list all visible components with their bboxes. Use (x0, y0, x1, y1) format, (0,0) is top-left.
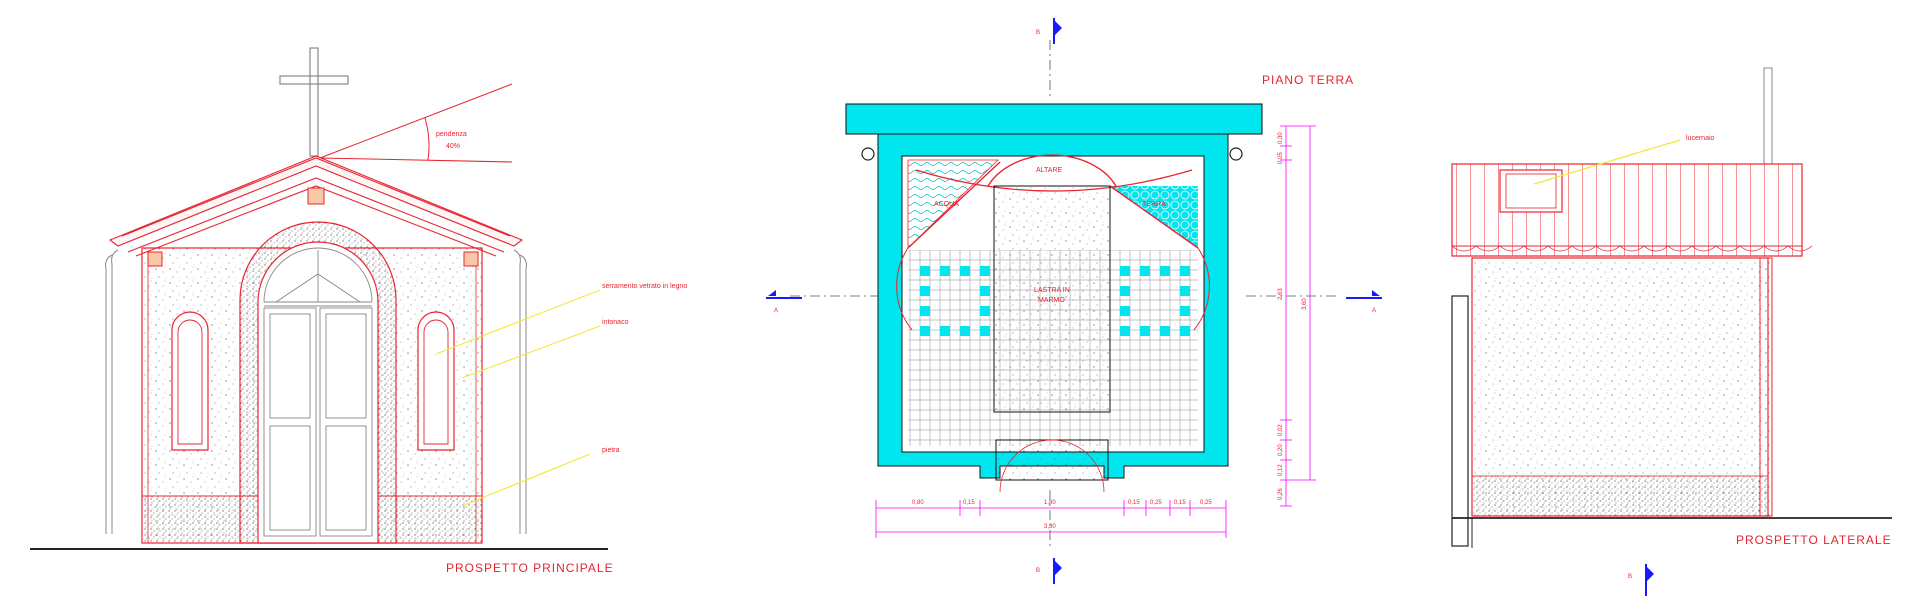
dimension-labels-bottom: 0,80 0,15 1,80 0,15 0,25 0,15 0,25 3,30 (912, 500, 1212, 530)
dimension-labels-right: 0,30 0,05 2,63 0,02 0,20 0,12 0,26 3,60 (1278, 132, 1308, 500)
vent-left (147, 251, 163, 267)
svg-text:0,15: 0,15 (963, 500, 975, 506)
label-earth: TERRA (1142, 201, 1166, 208)
vent-top (307, 187, 325, 205)
roof-tile-edge (1451, 245, 1813, 252)
horizontal-reference-line (319, 157, 513, 163)
title-side-elevation: PROSPETTO LATERALE (1736, 533, 1892, 547)
water-zone (907, 159, 999, 249)
svg-text:B: B (1036, 30, 1040, 36)
section-marker-a-right: A (1246, 290, 1382, 314)
roof-overhang (845, 103, 1263, 135)
window-left (171, 311, 209, 451)
title-front-elevation: PROSPETTO PRINCIPALE (446, 561, 614, 575)
svg-text:1,80: 1,80 (1044, 500, 1056, 506)
slope-arc (424, 117, 430, 161)
dimensions-right (1280, 125, 1316, 507)
door-swing-right (1051, 439, 1105, 493)
label-marble-2: MARMO (1038, 297, 1065, 304)
svg-text:0,15: 0,15 (1174, 500, 1186, 506)
downpipes (105, 249, 527, 534)
svg-text:0,20: 0,20 (1278, 444, 1284, 456)
side-wall (1471, 257, 1769, 517)
svg-text:A: A (1372, 308, 1376, 314)
window-right (417, 311, 455, 451)
svg-text:0,25: 0,25 (1200, 500, 1212, 506)
section-marker-b-bottom: B (1036, 490, 1062, 584)
svg-text:0,80: 0,80 (912, 500, 924, 506)
marble-slab (993, 185, 1111, 413)
tile-motif-left (920, 266, 990, 336)
label-altar: ALTARE (1036, 167, 1063, 174)
dimension-total: 3,30 (1044, 524, 1056, 530)
leader-stone (461, 453, 591, 507)
note-plaster: intonaco (602, 319, 629, 326)
svg-text:B: B (1036, 568, 1040, 574)
slope-value: 40% (446, 143, 460, 150)
front-roof (108, 155, 524, 257)
svg-text:B: B (1628, 574, 1632, 580)
door-opening (257, 241, 379, 544)
label-marble-1: LASTRA IN (1034, 287, 1070, 294)
tile-motif-right (1120, 266, 1190, 336)
side-stone-base (1471, 475, 1769, 517)
slope-label: pendenza (436, 131, 467, 138)
section-marker-b-side: B (1628, 564, 1654, 596)
leader-plaster (461, 325, 601, 379)
svg-text:0,05: 0,05 (1278, 152, 1284, 164)
svg-text:0,15: 0,15 (1128, 500, 1140, 506)
svg-text:0,26: 0,26 (1278, 488, 1284, 500)
arc-right (1193, 247, 1210, 331)
side-column-left (1451, 295, 1469, 547)
note-skylight: lucernaio (1686, 135, 1715, 142)
skylight (1499, 169, 1563, 213)
side-pier-right (1759, 257, 1773, 517)
leader-wood (435, 289, 601, 355)
vent-right (463, 251, 479, 267)
cross-icon (279, 47, 349, 157)
side-elevation: lucernaio PROSPETTO LATERALE B (1451, 67, 1892, 596)
note-stone: pietra (602, 447, 620, 454)
arc-left (896, 247, 913, 331)
door-fanlight (263, 247, 373, 307)
door-leaves (263, 307, 373, 537)
door-swing-left (999, 439, 1053, 493)
floor-plan: PIANO TERRA B B A A (766, 18, 1382, 584)
downpipe-left-icon (861, 147, 875, 161)
dimension-right-total: 3,60 (1302, 298, 1308, 310)
section-marker-a-left: A (766, 290, 880, 314)
svg-text:0,02: 0,02 (1278, 424, 1284, 436)
svg-text:2,63: 2,63 (1278, 288, 1284, 300)
entrance-step (995, 439, 1109, 481)
svg-text:0,30: 0,30 (1278, 132, 1284, 144)
leader-skylight (1533, 139, 1681, 185)
svg-text:0,12: 0,12 (1278, 464, 1284, 476)
svg-text:A: A (774, 308, 778, 314)
downpipe-right-icon (1229, 147, 1243, 161)
front-elevation: pendenza 40% (30, 47, 687, 575)
slope-line (319, 83, 513, 159)
svg-text:0,25: 0,25 (1150, 500, 1162, 506)
altar-arch (987, 154, 1117, 187)
note-wood-window: serramento vetrato in legno (602, 283, 687, 290)
cross-post (1763, 67, 1773, 165)
dimensions-bottom (875, 500, 1227, 538)
label-water: ACQUA (934, 201, 959, 208)
title-ground-floor: PIANO TERRA (1262, 73, 1354, 87)
section-marker-b-top: B (1036, 18, 1062, 100)
